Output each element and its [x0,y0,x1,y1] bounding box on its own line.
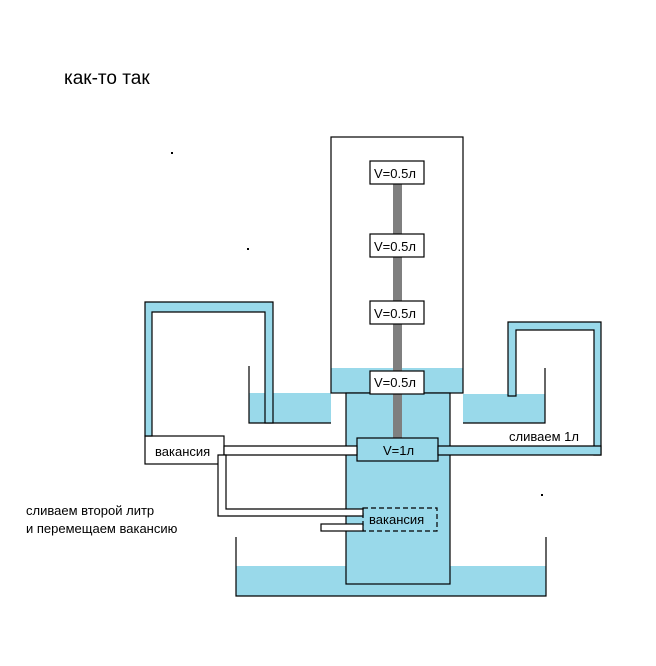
stray-dot [247,248,249,250]
container-label: V=0.5л [374,375,416,390]
right-note: сливаем 1л [509,429,579,444]
lower-left-pipe [217,454,364,517]
right-outlet-pipe [437,445,602,456]
left-note-line1: сливаем второй литр [26,503,154,518]
page-title: как-то так [64,68,150,89]
left-note-line2: и перемещаем вакансию [26,521,178,536]
vacancy-box-bottom: вакансия [362,507,438,532]
container-label: V=0.5л [374,239,416,254]
left-tank [248,366,331,424]
left-siphon [144,301,274,437]
stray-dot [541,494,543,496]
left-connector-pipe [223,445,358,456]
stray-dot [171,152,173,154]
vacancy-box-left: вакансия [144,435,225,465]
container-second: V=0.5л [369,233,425,258]
container-top: V=0.5л [369,160,425,185]
vacancy-label-bottom: вакансия [369,512,424,527]
stub-pipe [320,523,364,532]
vacancy-label-left: вакансия [155,444,210,459]
big-container: V=1л [356,437,439,462]
container-fourth: V=0.5л [369,370,425,395]
container-label: V=0.5л [374,306,416,321]
big-container-label: V=1л [383,443,414,458]
container-third: V=0.5л [369,300,425,325]
container-label: V=0.5л [374,166,416,181]
right-tank [463,368,546,424]
